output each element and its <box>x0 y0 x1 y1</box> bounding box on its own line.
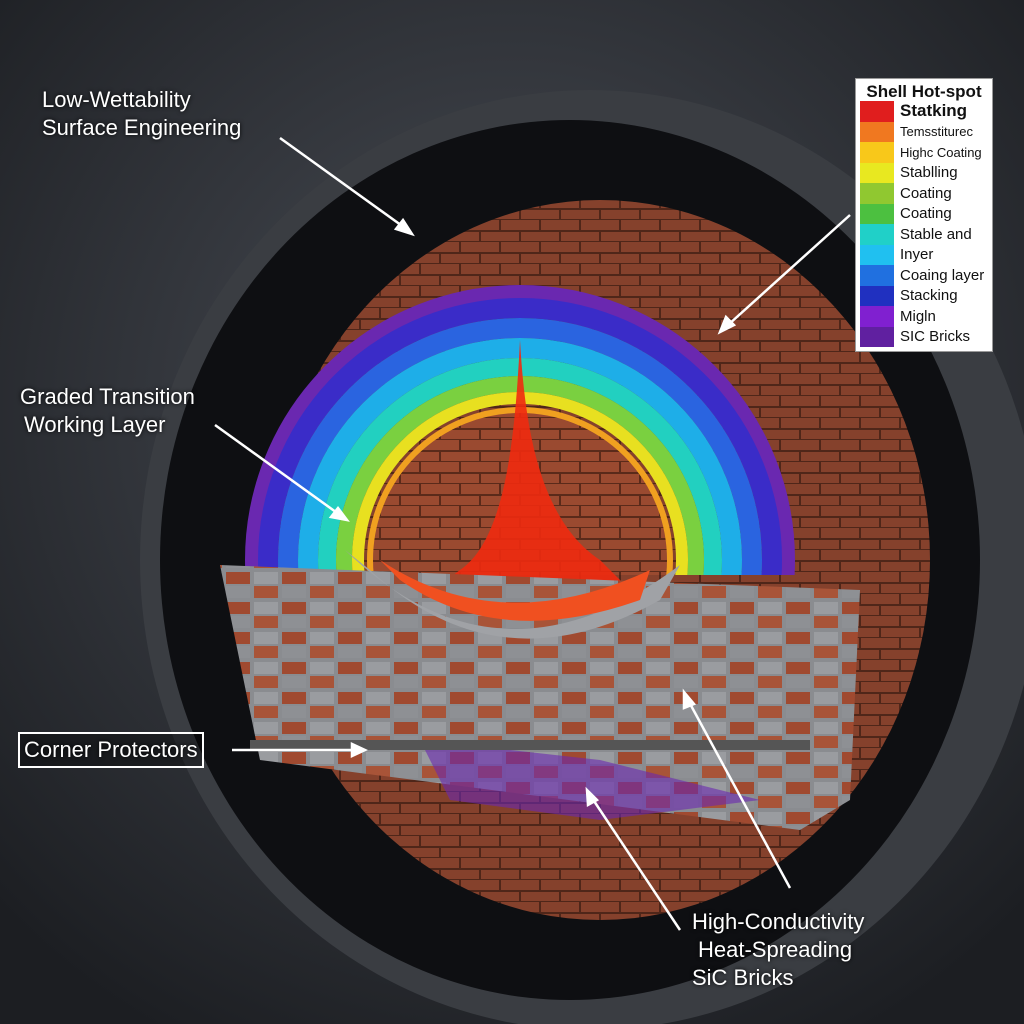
legend-label: Statking <box>900 101 968 121</box>
legend-swatch <box>860 265 894 286</box>
label-low-wettability: Low-Wettability Surface Engineering <box>42 86 241 142</box>
legend-label: Inyer <box>900 246 934 264</box>
label-high-conductivity: High-Conductivity Heat-Spreading SiC Bri… <box>692 908 864 992</box>
label-line: Working Layer <box>24 412 166 437</box>
legend-swatch <box>860 285 894 306</box>
legend-item: Stable and <box>860 224 988 245</box>
legend-item: Highc Coating <box>860 142 988 163</box>
legend-swatch <box>860 183 894 204</box>
legend-item: Temsstiturec <box>860 121 988 142</box>
legend-label: Stablling <box>900 164 958 182</box>
legend-swatch <box>860 244 894 265</box>
legend-item: Coaing layer <box>860 265 988 286</box>
legend-swatch <box>860 142 894 163</box>
legend-swatch <box>860 326 894 347</box>
legend-label: Migln <box>900 307 936 325</box>
molten-metal <box>420 340 640 600</box>
legend-label: SIC Bricks <box>900 328 971 346</box>
legend-label: Stacking <box>900 287 958 305</box>
legend-item: Coating <box>860 183 988 204</box>
legend-label: Coating <box>900 184 952 202</box>
legend-title: Shell Hot-spot <box>866 82 982 101</box>
label-line: High-Conductivity <box>692 909 865 934</box>
label-line: SiC Bricks <box>692 965 794 990</box>
label-line: Surface Engineering <box>42 115 242 140</box>
legend-item: Inyer <box>860 244 988 265</box>
legend-swatch <box>860 224 894 245</box>
legend-swatch <box>860 162 894 183</box>
legend-item: Migln <box>860 306 988 327</box>
legend-label: Highc Coating <box>900 144 982 160</box>
legend-item: SIC Bricks <box>860 326 988 347</box>
callout-arrows <box>214 136 851 931</box>
label-line: Low-Wettability <box>42 87 191 112</box>
legend-item: Coating <box>860 203 988 224</box>
label-graded-transition: Graded Transition Working Layer <box>20 383 195 439</box>
hearth-bricks <box>220 565 860 830</box>
legend-swatch <box>860 306 894 327</box>
label-line: Graded Transition <box>20 384 195 409</box>
legend-swatch <box>860 101 894 122</box>
label-corner-protectors: Corner Protectors <box>18 732 204 768</box>
legend-swatch <box>860 121 894 142</box>
legend-label: Coating <box>900 205 952 223</box>
legend-item: Stacking <box>860 285 988 306</box>
label-line: Heat-Spreading <box>698 937 853 962</box>
legend-swatch <box>860 203 894 224</box>
legend-item: Statking <box>860 101 988 122</box>
legend-label: Stable and <box>900 225 972 243</box>
legend-item: Stablling <box>860 162 988 183</box>
legend-label: Coaing layer <box>900 266 985 284</box>
legend-label: Temsstiturec <box>900 124 973 140</box>
